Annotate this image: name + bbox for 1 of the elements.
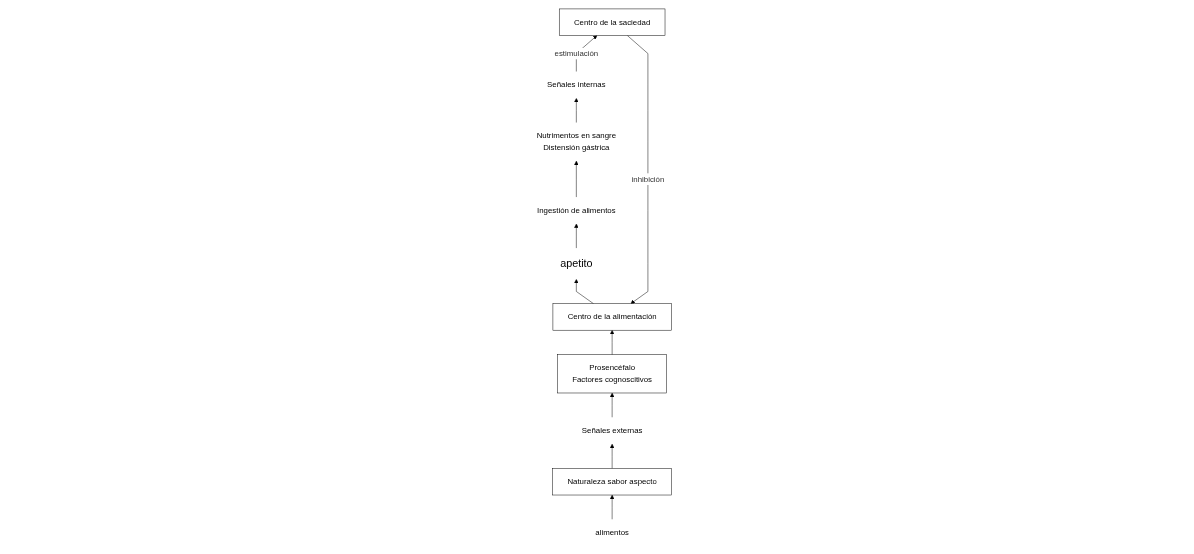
node-text: apetito: [560, 257, 593, 270]
